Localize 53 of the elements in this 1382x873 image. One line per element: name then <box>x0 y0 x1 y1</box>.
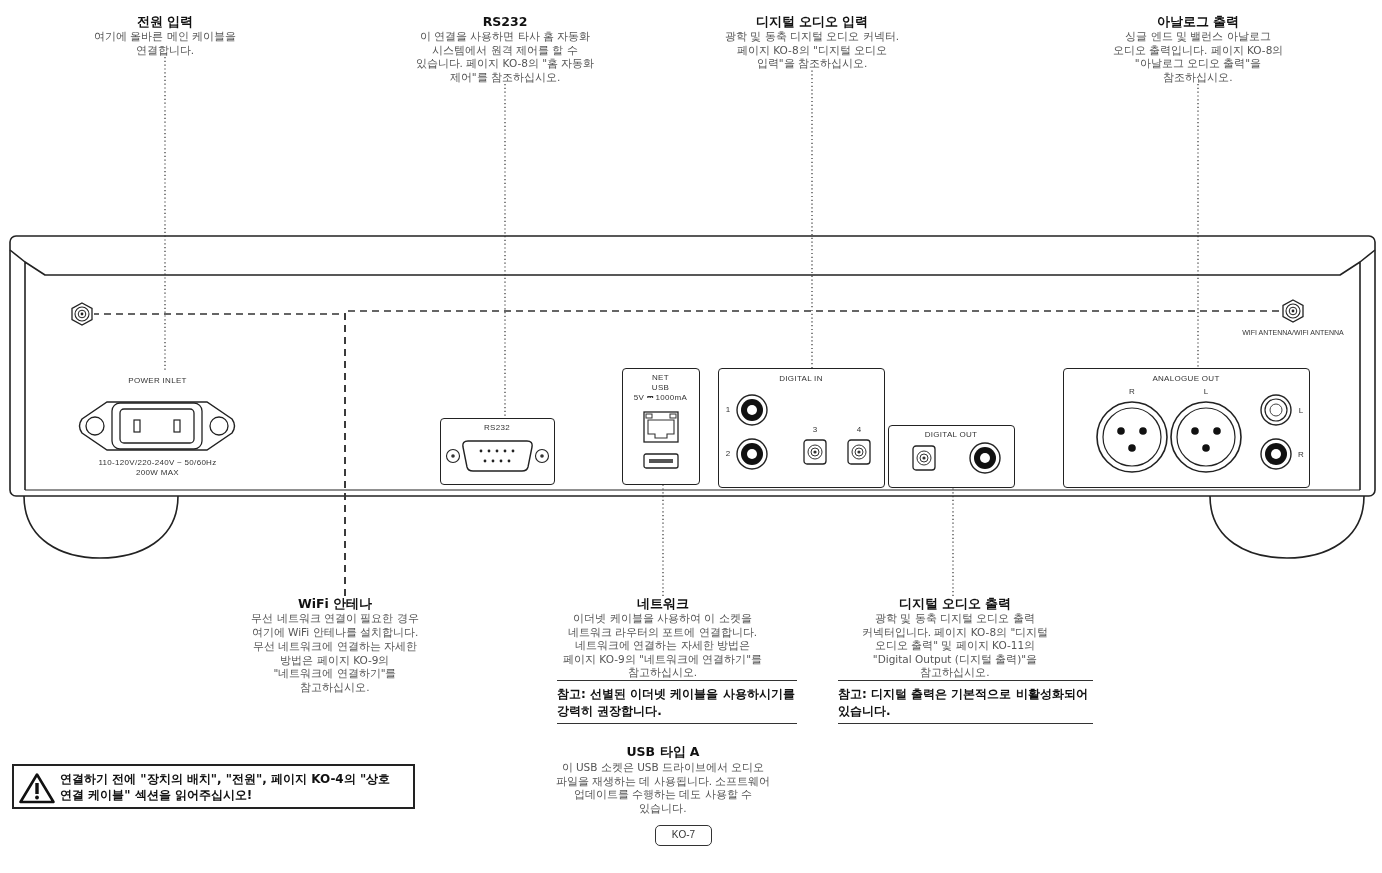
callout-heading: 디지털 오디오 출력 <box>897 596 1013 611</box>
panel-label: DIGITAL IN <box>778 374 824 384</box>
callout-heading: WiFi 안테나 <box>296 596 374 611</box>
antenna-connector-icon <box>1281 299 1305 323</box>
warning-box <box>12 764 415 809</box>
panel-label: DIGITAL OUT <box>923 430 979 440</box>
panel-label: USB <box>650 383 671 393</box>
panel-label: POWER INLET <box>127 376 188 386</box>
leader-line <box>504 83 506 419</box>
callout-heading: 디지털 오디오 입력 <box>754 14 870 29</box>
connector-panel <box>718 368 885 488</box>
jack-number: 3 <box>811 425 819 435</box>
channel-label: R <box>1296 450 1306 460</box>
callout-text: 광학 및 동축 디지털 오디오 커넥터. 페이지 KO-8의 "디지털 오디오 입력"을 참조하십시오. <box>724 30 900 71</box>
callout-text: 이더넷 케이블을 사용하여 이 소켓을 네트워크 라우터의 포트에 연결합니다. 네트워크에 연결하는 자세한 방법은 페이지 KO-9의 "네트워크에 연결하기"를 참고하십시오. <box>562 612 763 680</box>
jack-number: 4 <box>855 425 863 435</box>
panel-label: RS232 <box>483 423 511 433</box>
leader-line <box>164 56 166 373</box>
rating-label: 110-120V/220-240V ~ 50/60Hz 200W MAX <box>97 458 218 477</box>
dashed-leader-line <box>344 310 1282 597</box>
note-text: 참고: 선별된 이더넷 케이블을 사용하시기를 강력히 권장합니다. <box>557 680 797 724</box>
callout-heading: 네트워크 <box>635 596 690 611</box>
callout-text: 여기에 올바른 메인 케이블을 연결합니다. <box>93 30 237 57</box>
callout-text: 무선 네트워크 연결이 필요한 경우 여기에 WiFi 안테나를 설치합니다. <box>250 612 420 639</box>
leader-line <box>662 484 664 597</box>
note-text: 참고: 디지털 출력은 기본적으로 비활성화되어 있습니다. <box>838 680 1093 724</box>
callout-text: 무선 네트워크에 연결하는 자세한 방법은 페이지 KO-9의 "네트워크에 연결하기"를 참고하십시오. <box>252 640 418 694</box>
antenna-connector-icon <box>70 302 94 326</box>
connector-panel <box>888 425 1015 488</box>
panel-label: NET <box>651 373 670 383</box>
callout-text: 이 연결을 사용하면 타사 홈 자동화 시스템에서 원격 제어를 할 수 있습니다. 페이지 KO-8의 "홈 자동화 제어"를 참조하십시오. <box>415 30 595 84</box>
channel-label: L <box>1202 387 1210 397</box>
panel-label: ANALOGUE OUT <box>1151 374 1221 384</box>
callout-text: 광학 및 동축 디지털 오디오 출력 커넥터입니다. 페이지 KO-8의 "디지털 오디오 출력" 및 페이지 KO-11의 "Digital Output (디지털 출력)"을 참고하십시오. <box>860 612 1050 680</box>
rating-label: 5V ⎓ 1000mA <box>632 393 689 403</box>
callout-text: 싱글 엔드 및 밸런스 아날로그 오디오 출력입니다. 페이지 KO-8의 "아날로그 오디오 출력"을 참조하십시오. <box>1111 30 1285 84</box>
description-text: 이 USB 소켓은 USB 드라이브에서 오디오 파일을 재생하는 데 사용됩니다. 소프트웨어 업데이트를 수행하는 데도 사용할 수 있습니다. <box>554 761 772 815</box>
channel-label: L <box>1297 406 1305 416</box>
warning-text: 연결하기 전에 "장치의 배치", "전원", 페이지 KO-4의 "상호 연결 케이블" 섹션을 읽어주십시오! <box>60 771 392 803</box>
jack-number: 1 <box>724 405 732 415</box>
connector-panel <box>440 418 555 485</box>
leader-line <box>811 69 813 369</box>
connector-panel <box>1063 368 1310 488</box>
callout-heading: 아날로그 출력 <box>1155 14 1241 29</box>
connector-panel <box>622 368 700 485</box>
callout-heading: RS232 <box>481 14 529 29</box>
callout-heading: 전원 입력 <box>135 14 195 29</box>
section-heading: USB 타입 A <box>625 744 701 759</box>
page-number: KO-7 <box>655 825 712 846</box>
channel-label: R <box>1127 387 1137 397</box>
leader-line <box>952 487 954 597</box>
leader-line <box>1197 83 1199 369</box>
jack-number: 2 <box>724 449 732 459</box>
